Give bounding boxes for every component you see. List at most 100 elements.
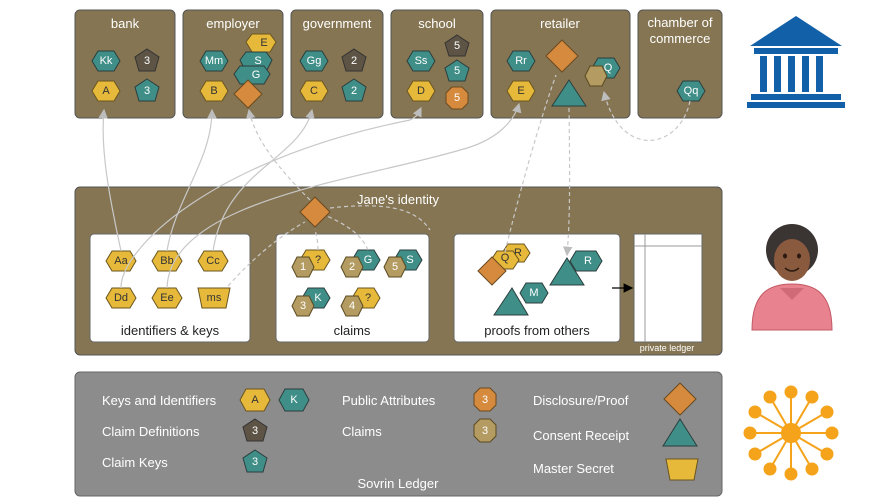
entity-school: school Ss 5 5 D 5 <box>390 9 484 119</box>
retailer-key-hexagon: Rr <box>506 50 536 72</box>
legend-key-a: A <box>239 388 271 412</box>
svg-text:ms: ms <box>207 292 222 304</box>
key-bb: Bb <box>151 250 183 272</box>
claim-2: G 2 <box>340 249 381 278</box>
master-secret-ms: ms <box>197 287 231 309</box>
entity-government: government Gg 2 C 2 <box>290 9 384 119</box>
svg-text:?: ? <box>315 254 321 266</box>
entity-retailer: retailer Rr Q E <box>490 9 631 119</box>
svg-text:Ee: Ee <box>160 292 173 304</box>
connector-lines <box>98 74 691 289</box>
chamber-key-hexagon: Qq <box>676 80 706 102</box>
svg-text:G: G <box>252 69 261 81</box>
claims-label: claims <box>334 323 371 338</box>
key-dd: Dd <box>105 287 137 309</box>
government-claim-definition-pentagon: 2 <box>341 48 367 72</box>
legend-consent-triangle <box>662 418 698 447</box>
svg-text:Bb: Bb <box>160 255 173 267</box>
identifiers-keys-box: identifiers & keys Aa Bb Cc Dd Ee ms <box>89 233 251 343</box>
employer-claim-stack: E S G <box>233 33 277 85</box>
legend-claim-keys: Claim Keys <box>102 455 168 470</box>
legend-public-attribute: 3 <box>473 387 497 412</box>
private-ledger-label: private ledger <box>640 343 695 353</box>
retailer-consent-receipt-q: Q <box>584 57 621 87</box>
svg-text:Gg: Gg <box>307 55 322 67</box>
svg-text:K: K <box>290 394 298 406</box>
key-aa: Aa <box>105 250 137 272</box>
entity-bank-title: bank <box>111 16 140 31</box>
svg-text:5: 5 <box>454 92 460 104</box>
janes-identity-title: Jane's identity <box>357 192 439 207</box>
claim-5: S 5 <box>383 249 423 278</box>
svg-text:Dd: Dd <box>114 292 128 304</box>
svg-text:5: 5 <box>454 65 460 77</box>
svg-text:Q: Q <box>604 62 613 74</box>
svg-text:4: 4 <box>349 300 355 312</box>
legend-disclosure: Disclosure/Proof <box>533 393 629 408</box>
svg-text:3: 3 <box>252 425 258 437</box>
claim-1: ? 1 <box>291 249 331 278</box>
svg-text:M: M <box>529 287 538 299</box>
key-ee: Ee <box>151 287 183 309</box>
entity-government-title: government <box>303 16 372 31</box>
svg-text:K: K <box>314 292 322 304</box>
sovrin-network-icon <box>743 385 839 481</box>
svg-text:S: S <box>406 254 413 266</box>
government-claim-key-pentagon: 2 <box>341 78 367 102</box>
key-cc: Cc <box>197 250 229 272</box>
janes-disclosure-diamond <box>299 196 331 228</box>
entity-employer: employer Mm E S G B <box>182 9 284 119</box>
claim-4: ? 4 <box>340 287 381 317</box>
employer-public-attribute-hexagon: B <box>199 80 229 102</box>
entity-chamber-title-1: chamber of <box>647 15 712 30</box>
svg-text:3: 3 <box>144 85 150 97</box>
entity-school-title: school <box>418 16 456 31</box>
legend-claim-definitions: Claim Definitions <box>102 424 200 439</box>
entity-retailer-title: retailer <box>540 16 580 31</box>
legend-keys-identifiers: Keys and Identifiers <box>102 393 217 408</box>
entity-bank: bank Kk 3 A 3 <box>74 9 176 119</box>
svg-text:3: 3 <box>252 456 258 468</box>
claim-3: K 3 <box>291 287 331 317</box>
svg-text:Kk: Kk <box>100 55 113 67</box>
svg-text:C: C <box>310 85 318 97</box>
svg-text:Mm: Mm <box>205 55 223 67</box>
entity-chamber-of-commerce: chamber of commerce Qq <box>637 9 723 119</box>
school-claim-key-pentagon: 5 <box>444 59 470 82</box>
svg-text:Q: Q <box>501 252 510 264</box>
svg-text:2: 2 <box>349 261 355 273</box>
school-public-attribute-octagon: 5 <box>445 86 469 110</box>
svg-text:S: S <box>254 55 261 67</box>
retailer-disclosure-diamond <box>545 39 579 73</box>
svg-text:R: R <box>584 255 592 267</box>
svg-text:3: 3 <box>482 425 488 437</box>
legend-master-secret-trapezoid <box>665 458 699 481</box>
school-public-attribute-hexagon: D <box>406 80 436 102</box>
svg-text:2: 2 <box>351 85 357 97</box>
svg-text:3: 3 <box>482 394 488 406</box>
proof-r-teal: R <box>549 250 603 286</box>
government-key-hexagon: Gg <box>299 50 329 72</box>
bank-claim-definition-pentagon: 3 <box>134 48 160 72</box>
svg-text:2: 2 <box>351 55 357 67</box>
employer-disclosure-diamond <box>233 79 263 109</box>
legend-disclosure-diamond <box>663 382 697 416</box>
entity-chamber-title-2: commerce <box>650 31 711 46</box>
svg-text:Cc: Cc <box>206 255 220 267</box>
entity-employer-title: employer <box>206 16 260 31</box>
government-public-attribute-hexagon: C <box>299 80 329 102</box>
proofs-label: proofs from others <box>484 323 590 338</box>
school-key-hexagon: Ss <box>406 50 436 72</box>
proof-m: M <box>493 282 549 316</box>
legend-claims: Claims <box>342 424 382 439</box>
retailer-public-attribute-hexagon: E <box>506 80 536 102</box>
svg-text:5: 5 <box>454 40 460 52</box>
svg-text:Rr: Rr <box>515 55 527 67</box>
legend-consent: Consent Receipt <box>533 428 629 443</box>
private-ledger: private ledger <box>633 233 703 353</box>
legend-claim-definition: 3 <box>242 418 268 442</box>
bank-claim-key-pentagon: 3 <box>134 78 160 102</box>
person-avatar-icon <box>751 224 833 331</box>
svg-text:5: 5 <box>392 261 398 273</box>
